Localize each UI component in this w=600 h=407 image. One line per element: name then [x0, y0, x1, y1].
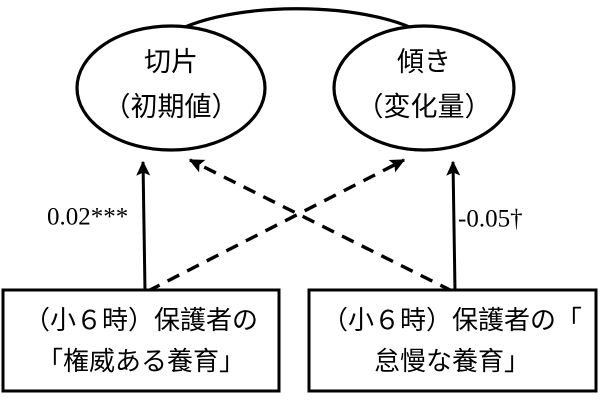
intercept-label-line1: 切片	[144, 47, 198, 77]
path-authoritative-to-slope	[147, 158, 406, 293]
slope-ellipse	[332, 24, 516, 152]
solid-arrow-neglectful-slope	[446, 160, 461, 292]
authoritative-parenting-box	[1, 288, 281, 393]
neglectful-parenting-line1: （小６時）保護者の「	[322, 306, 582, 335]
neglectful-parenting-box	[307, 288, 598, 393]
node-intercept: 切片 （初期値）	[75, 24, 267, 152]
path-authoritative-to-intercept	[136, 160, 151, 292]
solid-arrow-authoritative-intercept	[136, 160, 151, 292]
node-slope: 傾き （変化量）	[332, 24, 516, 152]
node-authoritative-parenting: （小６時）保護者の 「権威ある養育」	[1, 288, 281, 393]
dashed-arrow-neglectful-intercept	[188, 158, 453, 293]
coefficient-neglectful-slope: -0.05†	[458, 206, 523, 233]
node-neglectful-parenting: （小６時）保護者の「 怠慢な養育」	[307, 288, 598, 393]
intercept-ellipse	[75, 24, 267, 152]
path-neglectful-to-slope	[446, 160, 461, 292]
slope-label-line1: 傾き	[397, 47, 451, 77]
coefficient-authoritative-intercept: 0.02***	[47, 204, 128, 231]
path-neglectful-to-intercept	[188, 158, 453, 293]
intercept-label-line2: （初期値）	[104, 92, 239, 122]
neglectful-parenting-line2: 怠慢な養育」	[374, 347, 530, 376]
authoritative-parenting-line1: （小６時）保護者の	[24, 306, 258, 335]
dashed-arrow-authoritative-slope	[147, 158, 406, 293]
slope-label-line2: （変化量）	[357, 92, 492, 122]
authoritative-parenting-line2: 「権威ある養育」	[37, 347, 245, 376]
